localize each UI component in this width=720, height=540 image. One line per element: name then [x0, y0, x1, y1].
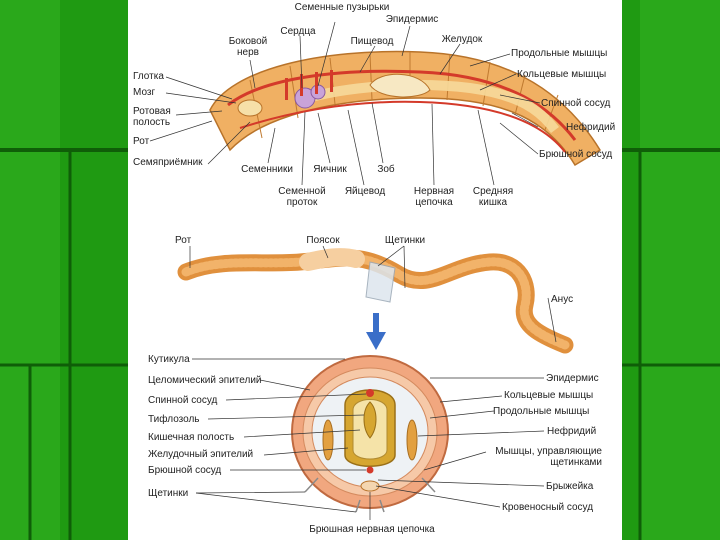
label-typhlosole: Тифлозоль: [148, 414, 200, 425]
label-mouth-cavity: Ротовая полость: [133, 106, 171, 128]
down-arrow-icon: [366, 313, 386, 350]
label-pharynx: Глотка: [133, 71, 164, 82]
cross-section-figure: [291, 355, 449, 513]
label-intestinal-cavity: Кишечная полость: [148, 432, 235, 443]
label-dorsal-vessel-top: Спинной сосуд: [541, 98, 611, 109]
label-hearts: Сердца: [280, 26, 316, 37]
label-coelomic-epithelium: Целомический эпителий: [148, 375, 262, 386]
label-setae-cross: Щетинки: [148, 488, 189, 499]
label-seminal-receptacle: Семяприёмник: [133, 157, 203, 168]
label-setae-muscles: Мышцы, управляющие щетинками: [495, 446, 602, 468]
label-oviduct: Яйцевод: [344, 186, 386, 197]
label-brain: Мозг: [133, 87, 156, 98]
label-nerve-chain: Нервная цепочка: [413, 186, 455, 208]
label-gastric-epithelium: Желудочный эпителий: [148, 449, 254, 460]
label-ovary: Яичник: [313, 164, 347, 175]
label-crop: Зоб: [377, 164, 395, 175]
label-longitudinal-muscles-cross: Продольные мышцы: [493, 406, 590, 417]
label-anus: Анус: [551, 294, 574, 305]
external-worm-figure: [177, 248, 574, 354]
label-longitudinal-muscles-top: Продольные мышцы: [511, 48, 608, 59]
label-mouth-top: Рот: [133, 136, 150, 147]
label-testes: Семенники: [241, 164, 293, 175]
label-mouth-middle: Рот: [175, 235, 192, 246]
label-seminal-vesicles: Семенные пузырьки: [294, 2, 390, 13]
label-lateral-nerve: Боковой нерв: [228, 36, 268, 58]
label-epidermis-top: Эпидермис: [385, 14, 439, 25]
label-ventral-nerve-chain: Брюшная нервная цепочка: [309, 524, 435, 535]
label-circular-muscles-cross: Кольцевые мышцы: [504, 390, 594, 401]
label-ventral-vessel-top: Брюшной сосуд: [539, 149, 613, 160]
label-dorsal-vessel-cross: Спинной сосуд: [148, 395, 218, 406]
label-circular-muscles-top: Кольцевые мышцы: [517, 69, 607, 80]
label-esophagus: Пищевод: [350, 36, 394, 47]
label-sperm-duct: Семенной проток: [278, 186, 326, 208]
label-epidermis-cross: Эпидермис: [546, 373, 599, 384]
label-stomach: Желудок: [441, 34, 483, 45]
label-midgut: Средняя кишка: [472, 186, 514, 208]
label-nephridium-top: Нефридий: [566, 122, 616, 133]
label-clitellum: Поясок: [306, 235, 340, 246]
label-setae-middle: Щетинки: [384, 235, 426, 246]
label-mesentery: Брыжейка: [546, 481, 594, 492]
label-nephridium-cross: Нефридий: [547, 426, 597, 437]
label-cuticle: Кутикула: [148, 354, 190, 365]
label-blood-vessel: Кровеносный сосуд: [502, 502, 594, 513]
label-ventral-vessel-cross: Брюшной сосуд: [148, 465, 222, 476]
